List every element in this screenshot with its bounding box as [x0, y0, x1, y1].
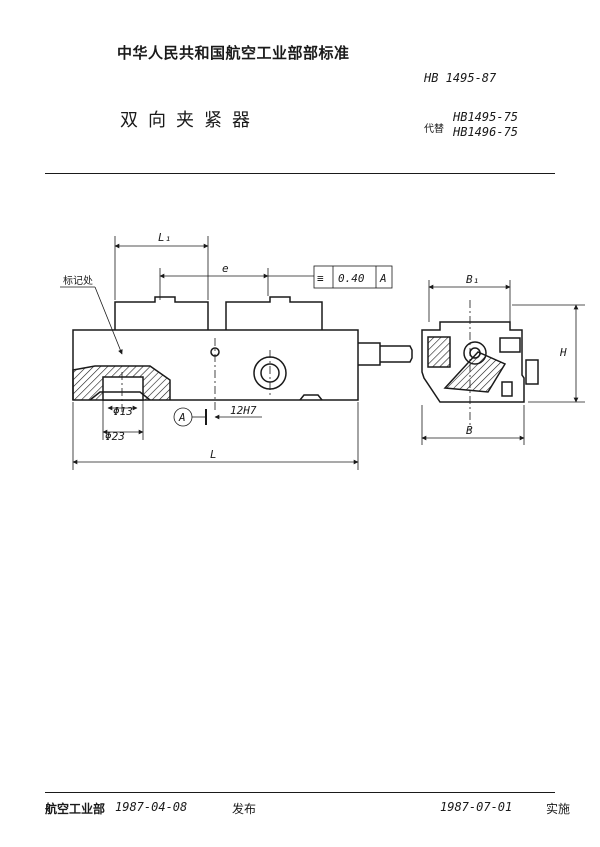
base-notch	[299, 394, 323, 401]
side-right-insert	[499, 337, 521, 353]
issuing-organization: 中华人民共和国航空工业部部标准	[117, 44, 350, 62]
dim-L1-label: L₁	[158, 231, 171, 244]
callout-label: 标记处	[63, 275, 93, 287]
implementation-date: 1987-07-01	[440, 800, 513, 814]
side-dimension-lines	[421, 280, 585, 445]
standard-code: HB 1495-87	[424, 71, 497, 85]
counterbore	[102, 376, 144, 401]
front-view	[72, 296, 413, 401]
datum-A-label: A	[178, 411, 186, 424]
footer-rule	[45, 792, 555, 793]
side-screw	[525, 359, 539, 385]
dim-phi23-label: Φ23	[105, 430, 125, 443]
side-section	[443, 351, 507, 393]
dim-B-label: B	[466, 424, 473, 437]
side-left-insert	[427, 336, 451, 368]
base-groove	[89, 391, 151, 401]
issuer: 航空工业部	[45, 802, 106, 816]
tolerance-value: 0.40	[338, 272, 365, 285]
dim-B1-label: B₁	[466, 273, 479, 286]
header-rule	[45, 173, 555, 174]
document-title: 双向夹紧器	[120, 110, 260, 131]
dim-L-label: L	[210, 448, 217, 461]
replaced-standard-1: HB1495-75	[453, 110, 519, 124]
tolerance-frame	[313, 265, 393, 289]
side-screw-head	[463, 341, 487, 365]
replaced-standard-2: HB1496-75	[453, 125, 519, 139]
side-nut	[501, 381, 513, 397]
center-lines	[121, 338, 271, 412]
dim-12H7-label: 12H7	[230, 404, 257, 417]
tolerance-datum: A	[379, 272, 387, 285]
jaw-right	[225, 296, 323, 330]
screw-end	[380, 345, 413, 363]
dim-e-label: e	[222, 262, 229, 275]
side-body	[421, 321, 525, 403]
dim-H-label: H	[559, 346, 567, 359]
issue-word: 发布	[232, 802, 257, 816]
dim-phi13-label: Φ13	[113, 405, 133, 418]
implementation-word: 实施	[546, 802, 571, 816]
jaw-left	[114, 296, 209, 330]
tolerance-symbol: ≡	[317, 272, 324, 285]
dimension-lines	[60, 236, 393, 470]
screw-stem	[358, 342, 381, 366]
side-view	[421, 321, 539, 403]
replaces-label: 代替	[424, 124, 444, 135]
issue-date: 1987-04-08	[115, 800, 188, 814]
